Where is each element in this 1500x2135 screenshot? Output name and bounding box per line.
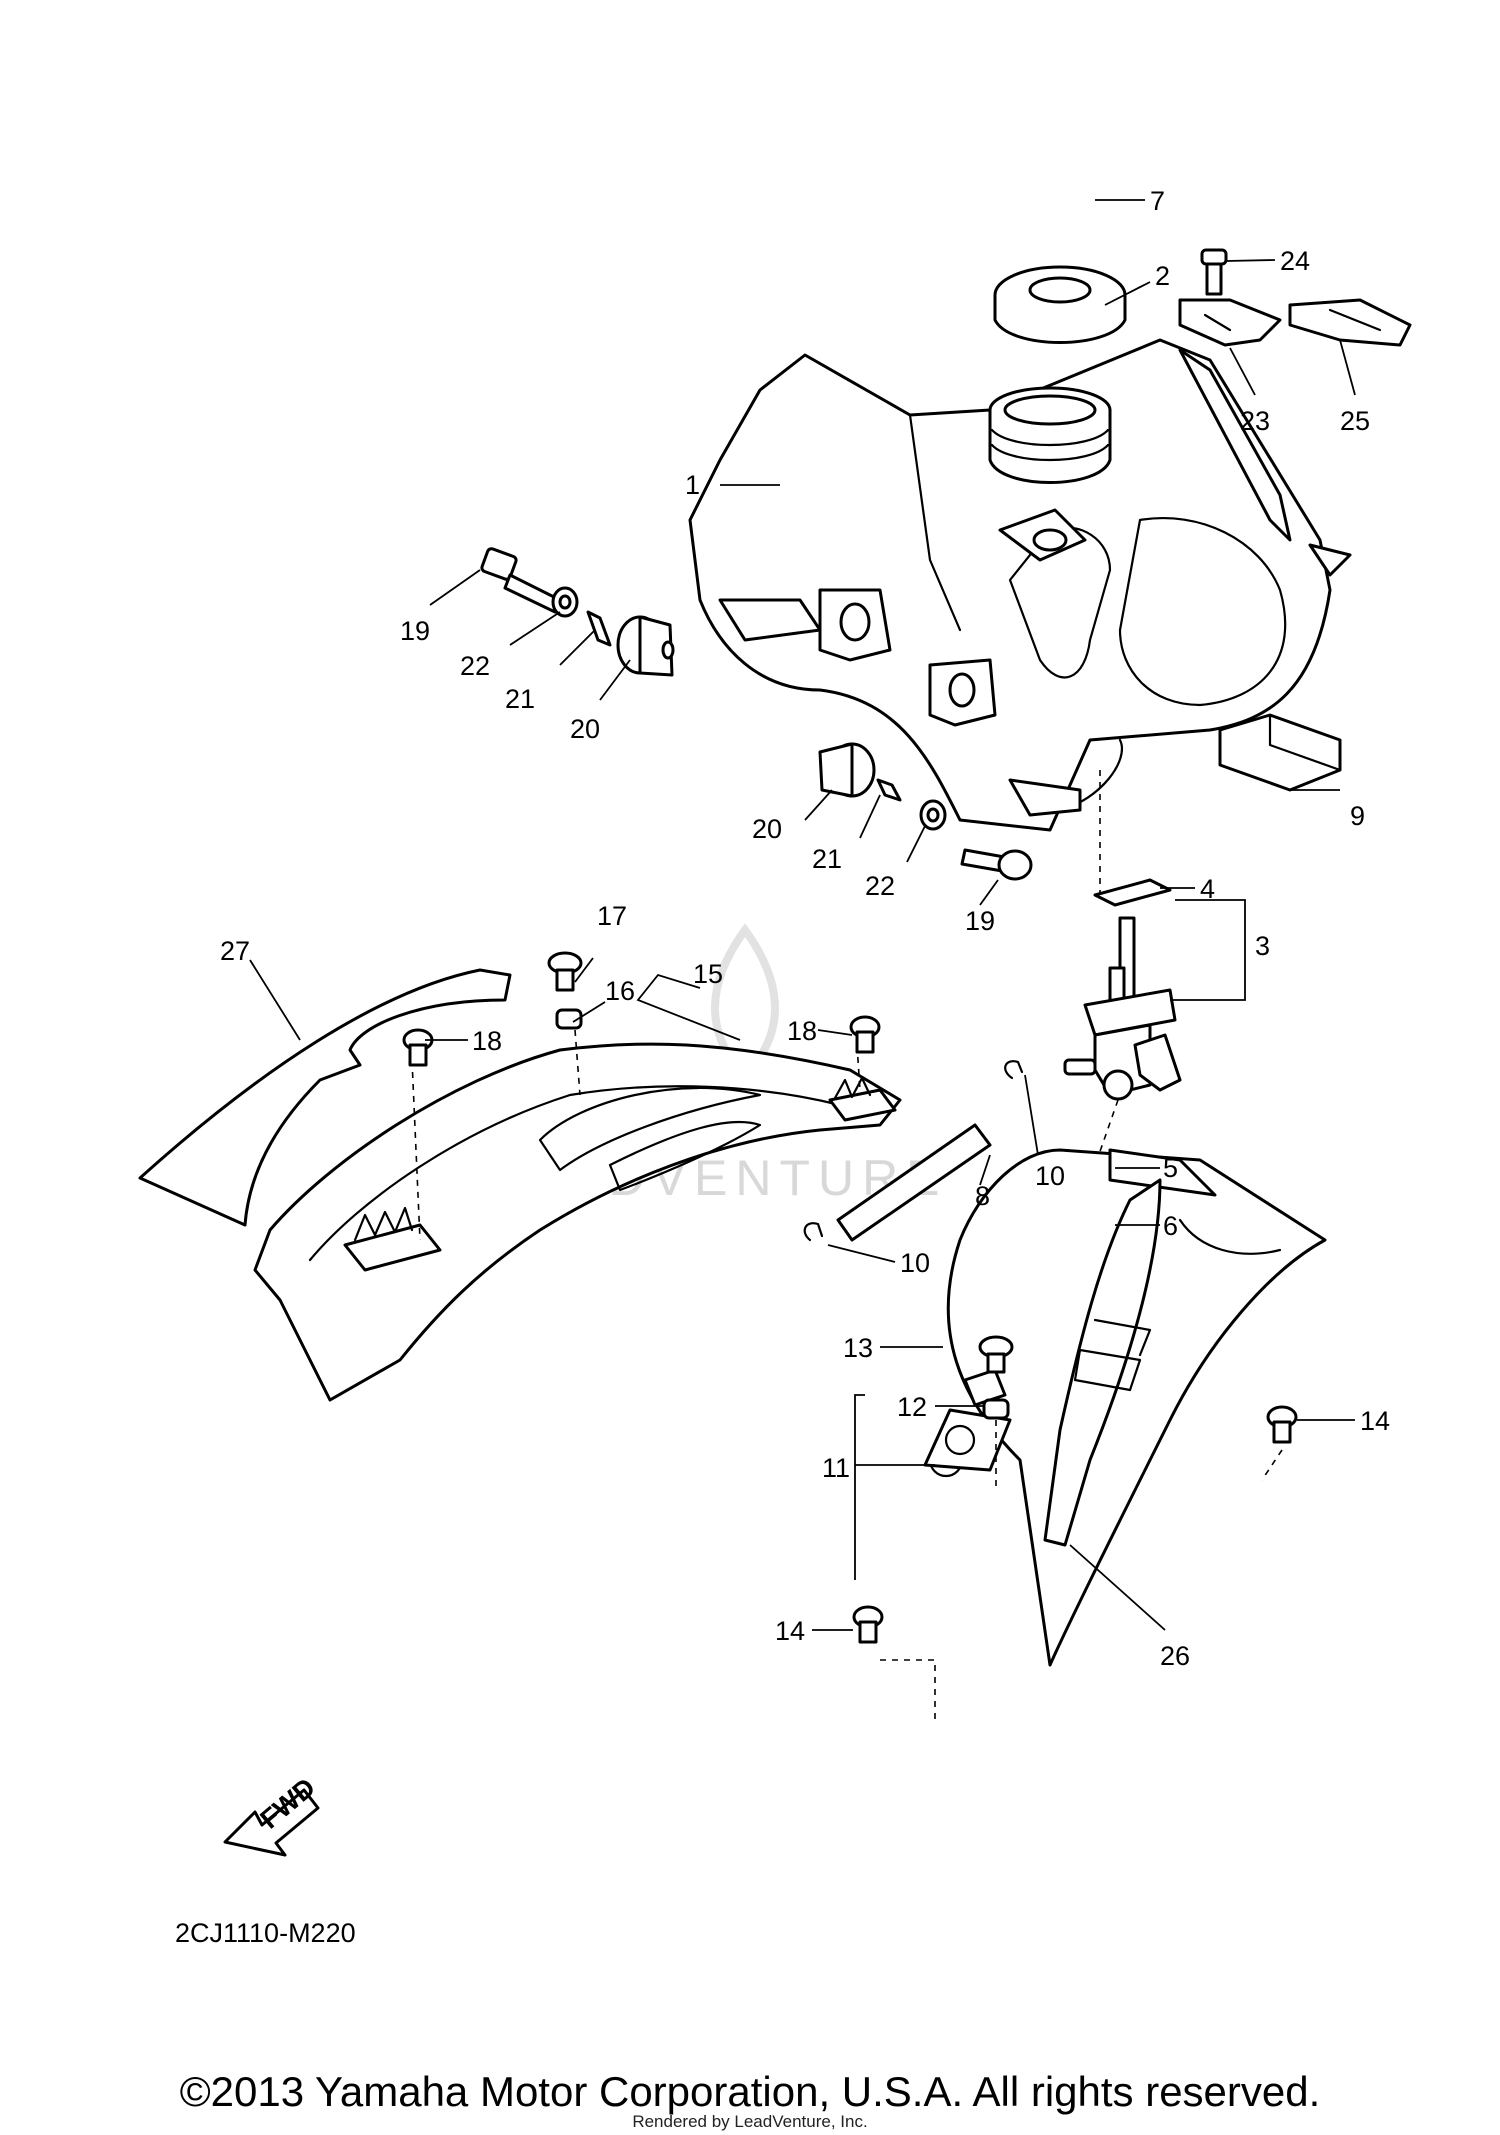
- callout-19-upper: 19: [400, 616, 430, 646]
- callout-15: 15: [693, 959, 723, 989]
- callout-9: 9: [1350, 801, 1365, 831]
- callout-22-lower: 22: [865, 871, 895, 901]
- rivet-18-right[interactable]: [849, 1015, 881, 1054]
- callout-23: 23: [1240, 406, 1270, 436]
- screw-17[interactable]: [547, 951, 583, 992]
- decal-26[interactable]: [923, 1408, 1012, 1472]
- clip-10-lower[interactable]: [803, 1222, 824, 1242]
- callout-20-lower: 20: [752, 814, 782, 844]
- callout-21-lower: 21: [812, 844, 842, 874]
- fwd-arrow-icon: FWD: [223, 1772, 321, 1857]
- bracket-23[interactable]: [1178, 298, 1282, 347]
- damper-20-upper[interactable]: [616, 615, 675, 677]
- callout-2: 2: [1155, 261, 1170, 291]
- screw-13[interactable]: [978, 1335, 1014, 1374]
- copyright-footer: ©2013 Yamaha Motor Corporation, U.S.A. A…: [179, 2068, 1321, 2115]
- fuel-tank[interactable]: [688, 338, 1352, 900]
- vent-hose[interactable]: [754, 176, 1113, 407]
- collar-12[interactable]: [982, 1398, 1010, 1420]
- callout-labels: 7 2 24 23 25 1 9 4 3 5 6 10 8 10 19 22 2…: [220, 186, 1390, 1671]
- damper-9[interactable]: [1218, 713, 1342, 792]
- washer-22-upper[interactable]: [551, 586, 579, 618]
- callout-18-right: 18: [787, 1016, 817, 1046]
- clip-10-upper[interactable]: [1004, 1060, 1024, 1080]
- callout-27: 27: [220, 936, 250, 966]
- callout-10-lower: 10: [900, 1248, 930, 1278]
- callout-14-right: 14: [1360, 1406, 1390, 1436]
- fuel-hose-8[interactable]: [836, 1123, 992, 1242]
- callout-13: 13: [843, 1333, 873, 1363]
- collar-16[interactable]: [555, 1008, 583, 1030]
- callout-24: 24: [1280, 246, 1310, 276]
- callout-7: 7: [1150, 186, 1165, 216]
- callout-6: 6: [1163, 1211, 1178, 1241]
- bolt-19-upper[interactable]: [480, 547, 562, 614]
- callout-25: 25: [1340, 406, 1370, 436]
- callout-10-upper: 10: [1035, 1161, 1065, 1191]
- callout-26: 26: [1160, 1641, 1190, 1671]
- washer-22-lower[interactable]: [919, 799, 947, 831]
- callout-22-upper: 22: [460, 651, 490, 681]
- rendered-by-footer: Rendered by LeadVenture, Inc.: [632, 2112, 868, 2131]
- screw-24[interactable]: [1200, 248, 1228, 296]
- collar-21-upper[interactable]: [586, 610, 612, 647]
- side-cover-11[interactable]: [928, 1148, 1327, 1667]
- callout-20-upper: 20: [570, 714, 600, 744]
- callout-1: 1: [685, 470, 700, 500]
- callout-5: 5: [1163, 1153, 1178, 1183]
- callout-4: 4: [1200, 874, 1215, 904]
- rivet-14-left[interactable]: [852, 1605, 884, 1644]
- clip-25[interactable]: [1288, 298, 1412, 347]
- callout-16: 16: [605, 976, 635, 1006]
- damper-20-lower[interactable]: [818, 742, 876, 798]
- gasket-4[interactable]: [1093, 878, 1172, 907]
- callout-12: 12: [897, 1392, 927, 1422]
- callout-8: 8: [975, 1181, 990, 1211]
- rivet-14-right[interactable]: [1266, 1405, 1298, 1444]
- fuel-cock-3[interactable]: [1063, 916, 1182, 1101]
- diagram-code: 2CJ1110-M220: [175, 1918, 356, 1948]
- callout-11: 11: [822, 1453, 850, 1483]
- callout-14-left: 14: [775, 1616, 805, 1646]
- leader-lines: [249, 199, 1356, 1631]
- rivet-18-left[interactable]: [402, 1028, 434, 1067]
- callout-17: 17: [597, 901, 627, 931]
- collar-21-lower[interactable]: [876, 778, 902, 802]
- side-cover-15[interactable]: [253, 1042, 902, 1402]
- bolt-19-lower[interactable]: [960, 848, 1033, 881]
- callout-18-left: 18: [472, 1026, 502, 1056]
- callout-3: 3: [1255, 931, 1270, 961]
- callout-21-upper: 21: [505, 684, 535, 714]
- callout-19-lower: 19: [965, 906, 995, 936]
- decal-27[interactable]: [138, 968, 512, 1227]
